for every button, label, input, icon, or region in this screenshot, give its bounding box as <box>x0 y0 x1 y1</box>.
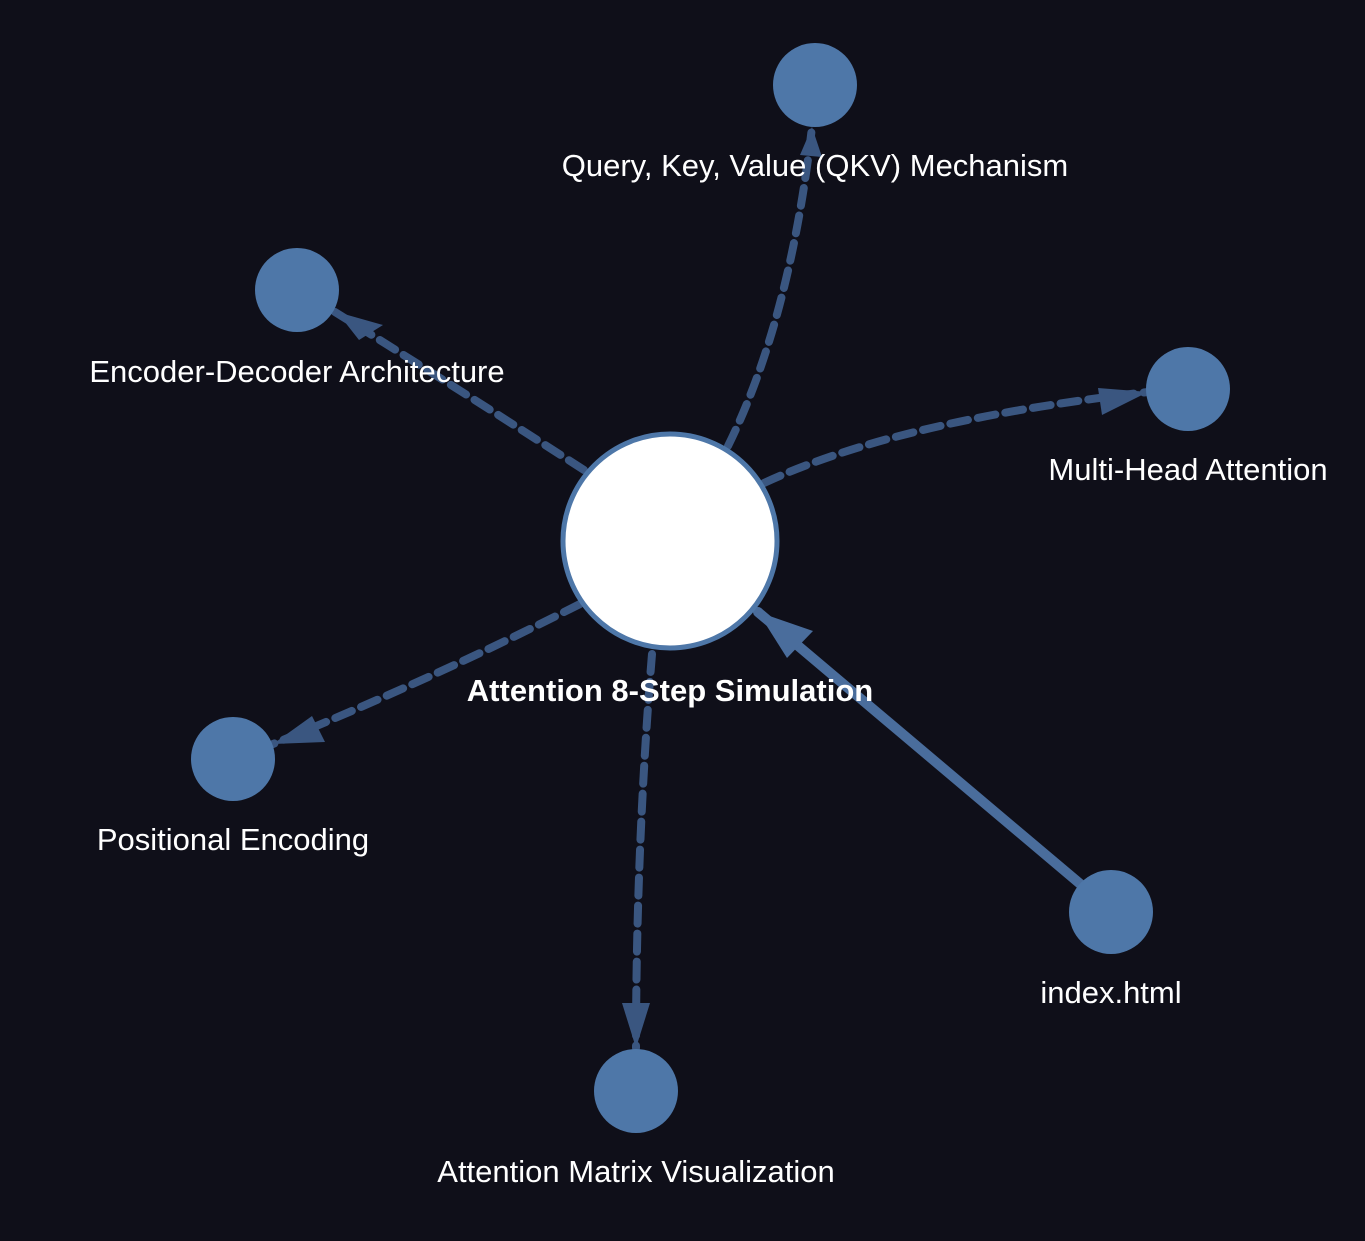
edge-qkv <box>724 123 816 450</box>
node-index-label: index.html <box>1040 975 1181 1010</box>
arrowhead-positional <box>273 716 325 744</box>
node-qkv-label: Query, Key, Value (QKV) Mechanism <box>562 148 1069 183</box>
arrowhead-qkv <box>800 127 822 157</box>
arrowhead-index <box>758 612 813 658</box>
center-node[interactable]: Attention 8-Step Simulation <box>467 431 873 708</box>
center-node-circle[interactable] <box>560 431 780 651</box>
arrowhead-multihead <box>1098 388 1148 415</box>
arrowhead-layer <box>273 127 1148 1048</box>
node-positional[interactable]: Positional Encoding <box>97 717 369 857</box>
node-matrix-label: Attention Matrix Visualization <box>437 1154 834 1189</box>
node-multihead-circle[interactable] <box>1146 347 1230 431</box>
edge-matrix <box>632 650 656 1052</box>
node-encdec-circle[interactable] <box>255 248 339 332</box>
arrowhead-encdec <box>337 312 383 340</box>
node-qkv-circle[interactable] <box>773 43 857 127</box>
node-multihead[interactable]: Multi-Head Attention <box>1048 347 1328 487</box>
node-encdec[interactable]: Encoder-Decoder Architecture <box>89 248 505 389</box>
node-matrix-circle[interactable] <box>594 1049 678 1133</box>
node-encdec-label: Encoder-Decoder Architecture <box>89 354 504 389</box>
node-positional-circle[interactable] <box>191 717 275 801</box>
node-positional-label: Positional Encoding <box>97 822 369 857</box>
edge-layer <box>269 123 1152 1052</box>
node-qkv[interactable]: Query, Key, Value (QKV) Mechanism <box>562 43 1069 183</box>
edge-multihead <box>760 388 1152 487</box>
arrowhead-matrix <box>622 1003 650 1048</box>
node-index[interactable]: index.html <box>1040 870 1182 1010</box>
edge-index <box>753 607 1090 893</box>
node-multihead-label: Multi-Head Attention <box>1048 452 1327 487</box>
node-index-circle[interactable] <box>1069 870 1153 954</box>
node-layer: Attention 8-Step Simulation Query, Key, … <box>89 43 1328 1189</box>
edge-encdec <box>331 308 588 474</box>
node-matrix[interactable]: Attention Matrix Visualization <box>437 1049 835 1189</box>
center-node-label: Attention 8-Step Simulation <box>467 673 873 708</box>
